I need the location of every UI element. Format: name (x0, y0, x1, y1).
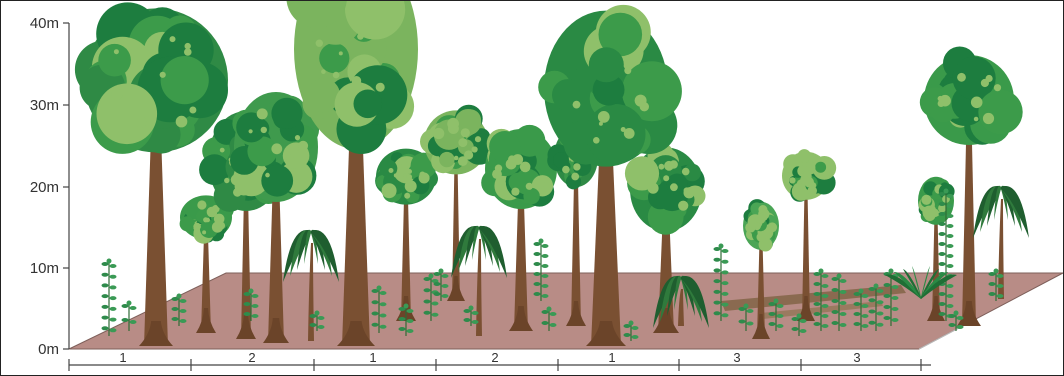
y-tick-20: 20m (30, 179, 69, 196)
segment-label: 2 (491, 350, 498, 365)
y-axis: 40m 30m 20m 10m 0m (30, 15, 69, 358)
segment-label: 1 (369, 350, 376, 365)
y-tick-10: 10m (30, 260, 69, 277)
y-tick-label: 0m (38, 341, 59, 358)
y-tick-label: 40m (30, 15, 59, 32)
y-tick-0: 0m (38, 341, 69, 358)
segment-label: 3 (853, 350, 860, 365)
segment-label: 1 (608, 350, 615, 365)
y-tick-label: 30m (30, 97, 59, 114)
segment-axis: 1 2 1 2 1 3 3 (69, 350, 931, 371)
y-tick-30: 30m (30, 97, 69, 114)
y-tick-label: 10m (30, 260, 59, 277)
segment-label: 2 (248, 350, 255, 365)
sapling-icon (102, 259, 117, 337)
segment-label: 1 (119, 350, 126, 365)
segment-label: 3 (733, 350, 740, 365)
y-tick-label: 20m (30, 179, 59, 196)
tree-icon (420, 105, 495, 301)
y-tick-40: 40m (30, 15, 69, 32)
